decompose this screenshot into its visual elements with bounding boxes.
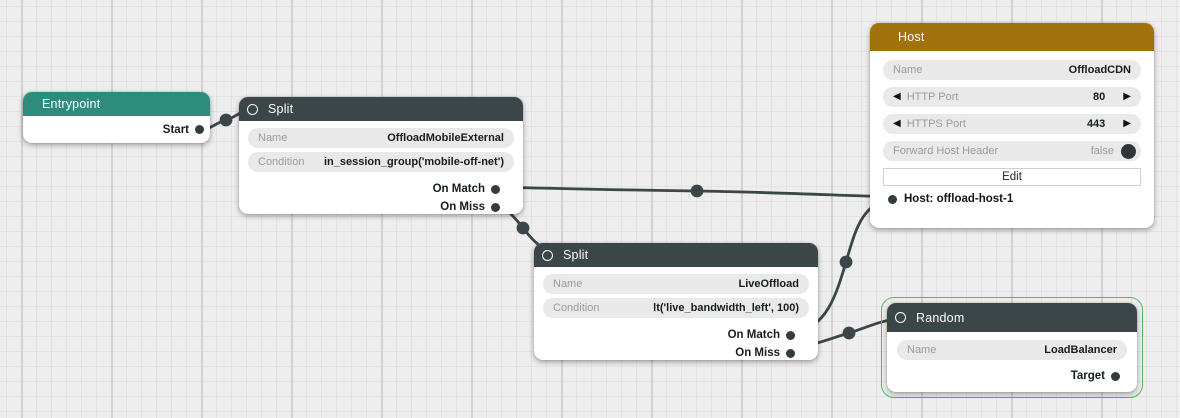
output-port-on-match[interactable] (491, 184, 500, 194)
edge-midpoint-handle[interactable] (219, 113, 233, 127)
node-title: Split (563, 248, 589, 262)
node-split-offload-mobile-external: Split Name OffloadMobileExternal Conditi… (239, 97, 523, 214)
field-label: HTTPS Port (906, 118, 966, 130)
port-row-target: Target (897, 367, 1120, 385)
node-split-live-offload: Split Name LiveOffload Condition lt('liv… (534, 243, 818, 360)
field-forward-host-header: Forward Host Header false (883, 141, 1141, 161)
node-split1-header[interactable]: Split (239, 97, 523, 121)
field-label: Name (553, 278, 583, 290)
field-name[interactable]: Name LoadBalancer (897, 340, 1127, 360)
node-title: Random (916, 310, 965, 325)
output-ports: On Match On Miss (543, 322, 809, 362)
node-title: Entrypoint (42, 97, 101, 111)
input-port-host[interactable] (888, 194, 897, 204)
node-title: Split (268, 102, 294, 116)
port-label-target: Target (1070, 370, 1105, 382)
port-label-on-miss: On Miss (440, 201, 485, 213)
field-value: OffloadMobileExternal (387, 132, 504, 144)
field-value: in_session_group('mobile-off-net') (323, 156, 504, 168)
field-value: OffloadCDN (1068, 64, 1131, 76)
output-port-on-miss[interactable] (491, 202, 500, 212)
output-port-target[interactable] (1111, 371, 1120, 381)
node-entrypoint-header[interactable]: Entrypoint (23, 92, 210, 116)
node-random-load-balancer: Random Name LoadBalancer Target (887, 303, 1137, 392)
field-value: 80 (1093, 91, 1106, 103)
stepper-increment-icon[interactable]: ▶ (1123, 91, 1131, 102)
field-value: LiveOffload (738, 278, 799, 290)
stepper-decrement-icon[interactable]: ◀ (893, 118, 901, 129)
node-host-body: Name OffloadCDN ◀ HTTP Port 80 ▶ ◀ HTTPS… (870, 51, 1154, 207)
host-input-port-row: Host: offload-host-1 (883, 191, 1141, 207)
port-label-host: Host: offload-host-1 (904, 193, 1014, 205)
node-host-offload-cdn: Host Name OffloadCDN ◀ HTTP Port 80 ▶ ◀ … (870, 23, 1154, 228)
port-row-on-match: On Match (543, 326, 795, 344)
edge-midpoint-handle[interactable] (842, 326, 856, 340)
port-label-start: Start (162, 123, 189, 136)
field-http-port: ◀ HTTP Port 80 ▶ (883, 87, 1141, 107)
output-ports: Target (897, 364, 1127, 385)
input-port-icon[interactable] (247, 103, 258, 115)
port-row-on-miss: On Miss (248, 198, 500, 216)
edit-button[interactable]: Edit (883, 168, 1141, 186)
output-port-on-match[interactable] (786, 330, 795, 340)
output-ports: On Match On Miss (248, 176, 514, 216)
node-random-body: Name LoadBalancer Target (887, 332, 1137, 385)
port-label-on-match: On Match (727, 329, 780, 341)
field-https-port: ◀ HTTPS Port 443 ▶ (883, 114, 1141, 134)
field-condition[interactable]: Condition in_session_group('mobile-off-n… (248, 152, 514, 172)
toggle-knob[interactable] (1121, 143, 1136, 159)
selection-outline (881, 297, 1143, 398)
field-value: false (1090, 145, 1114, 157)
node-title: Host (898, 30, 925, 44)
stepper-decrement-icon[interactable]: ◀ (893, 91, 901, 102)
output-port-on-miss[interactable] (786, 348, 795, 358)
stepper-increment-icon[interactable]: ▶ (1123, 118, 1131, 129)
input-port-icon[interactable] (542, 249, 553, 261)
node-entrypoint-body: Start (23, 116, 210, 143)
edge-midpoint-handle[interactable] (839, 255, 853, 269)
field-label: Forward Host Header (893, 145, 999, 157)
field-value: 443 (1086, 118, 1106, 130)
node-split2-header[interactable]: Split (534, 243, 818, 267)
input-port-icon[interactable] (895, 312, 906, 323)
field-label: Condition (258, 156, 305, 168)
field-value: lt('live_bandwidth_left', 100) (653, 302, 799, 314)
field-name[interactable]: Name OffloadMobileExternal (248, 128, 514, 148)
field-label: Name (258, 132, 288, 144)
node-split1-body: Name OffloadMobileExternal Condition in_… (239, 121, 523, 216)
node-host-header[interactable]: Host (870, 23, 1154, 51)
field-label: Name (893, 64, 923, 76)
field-condition[interactable]: Condition lt('live_bandwidth_left', 100) (543, 298, 809, 318)
field-label: Condition (553, 302, 600, 314)
output-port-start[interactable] (195, 125, 204, 134)
port-row-on-miss: On Miss (543, 344, 795, 362)
node-split2-body: Name LiveOffload Condition lt('live_band… (534, 267, 818, 362)
port-label-on-match: On Match (432, 183, 485, 195)
field-value: LoadBalancer (1044, 344, 1117, 356)
port-label-on-miss: On Miss (735, 347, 780, 359)
port-row-on-match: On Match (248, 180, 500, 198)
field-label: HTTP Port (906, 91, 959, 103)
edge-midpoint-handle[interactable] (690, 184, 704, 198)
field-name[interactable]: Name LiveOffload (543, 274, 809, 294)
field-name[interactable]: Name OffloadCDN (883, 60, 1141, 80)
node-entrypoint: Entrypoint Start (23, 92, 210, 143)
node-random-header[interactable]: Random (887, 303, 1137, 332)
edge-midpoint-handle[interactable] (516, 221, 530, 235)
field-label: Name (907, 344, 937, 356)
